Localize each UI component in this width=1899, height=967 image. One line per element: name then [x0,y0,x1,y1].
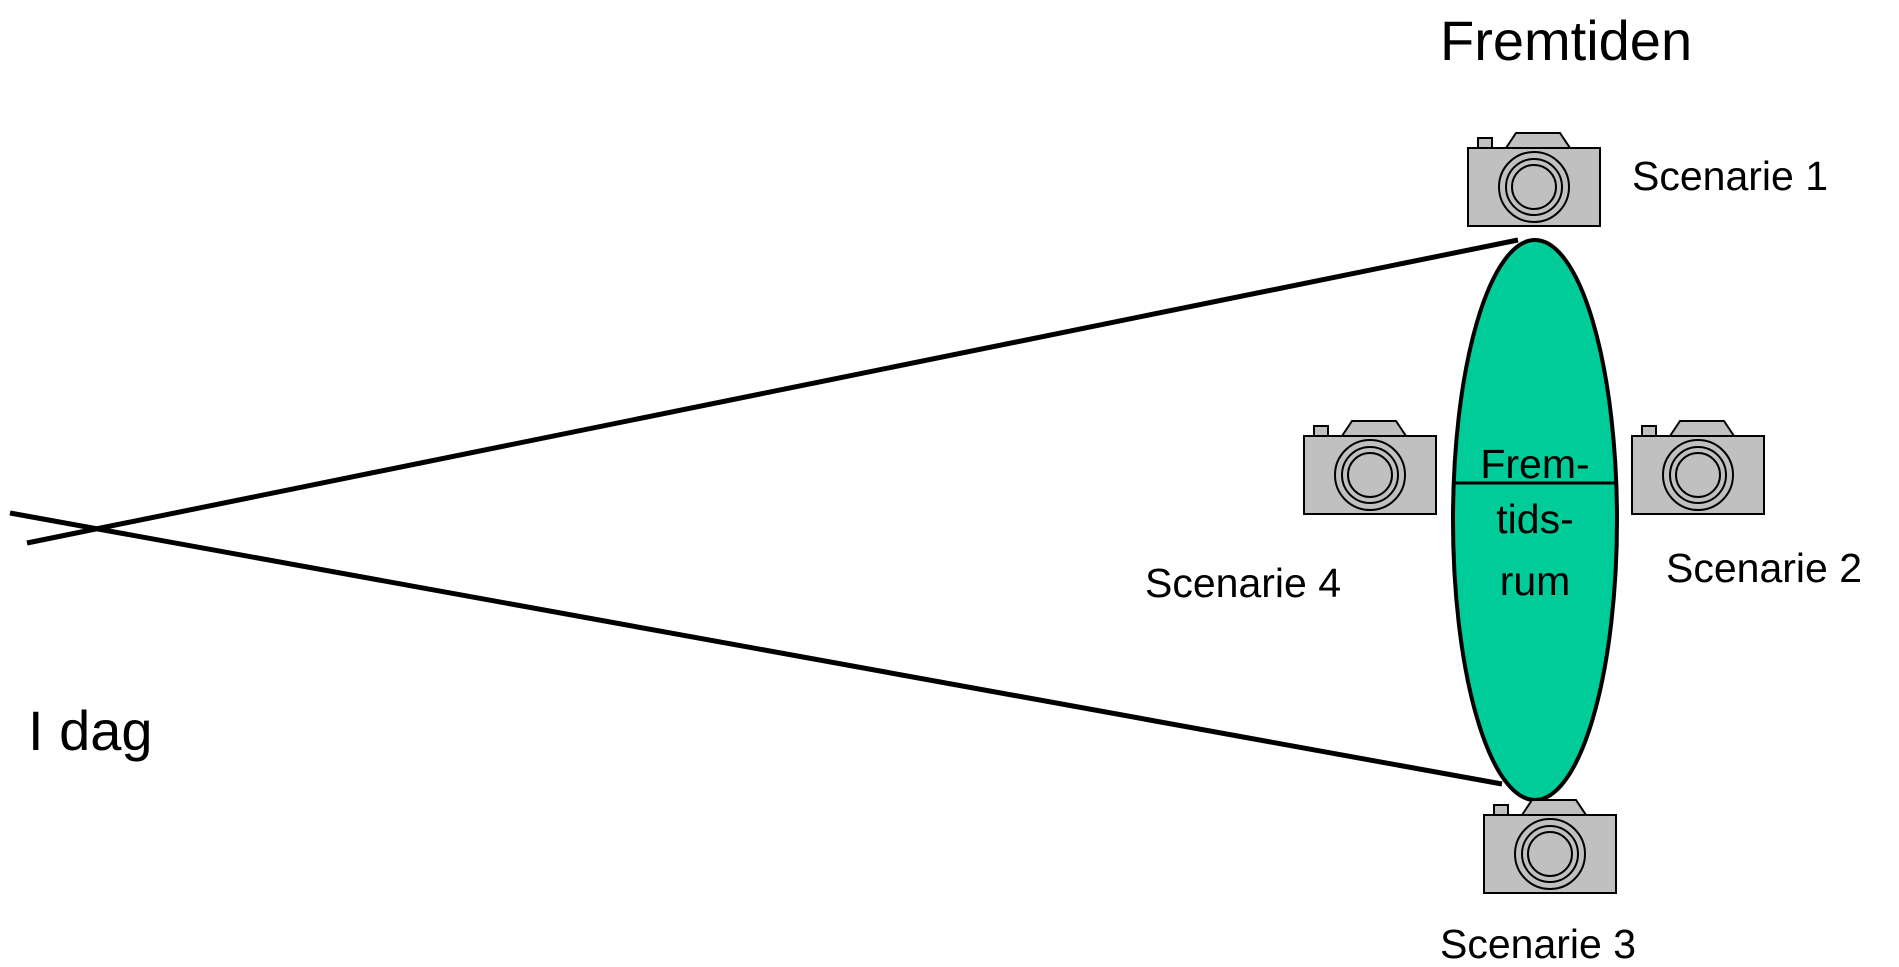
camera-icon [1631,420,1765,515]
today-label: I dag [28,699,153,762]
scenario-2-label: Scenarie 2 [1666,545,1862,591]
future-label: Fremtiden [1440,9,1692,72]
funnel-line-lower [9,510,1503,787]
camera-icon [1467,132,1601,227]
scenario-1-label: Scenarie 1 [1632,153,1828,199]
ellipse-label-line3: rum [1500,558,1571,604]
ellipse-label-line2: tids- [1496,496,1573,542]
camera-icon [1303,420,1437,515]
scenario-4-label: Scenarie 4 [1145,560,1341,606]
camera-icon [1483,799,1617,894]
ellipse-label-line1: Frem- [1480,441,1589,487]
scenario-3-label: Scenarie 3 [1440,921,1636,967]
funnel-line-upper [26,237,1519,546]
